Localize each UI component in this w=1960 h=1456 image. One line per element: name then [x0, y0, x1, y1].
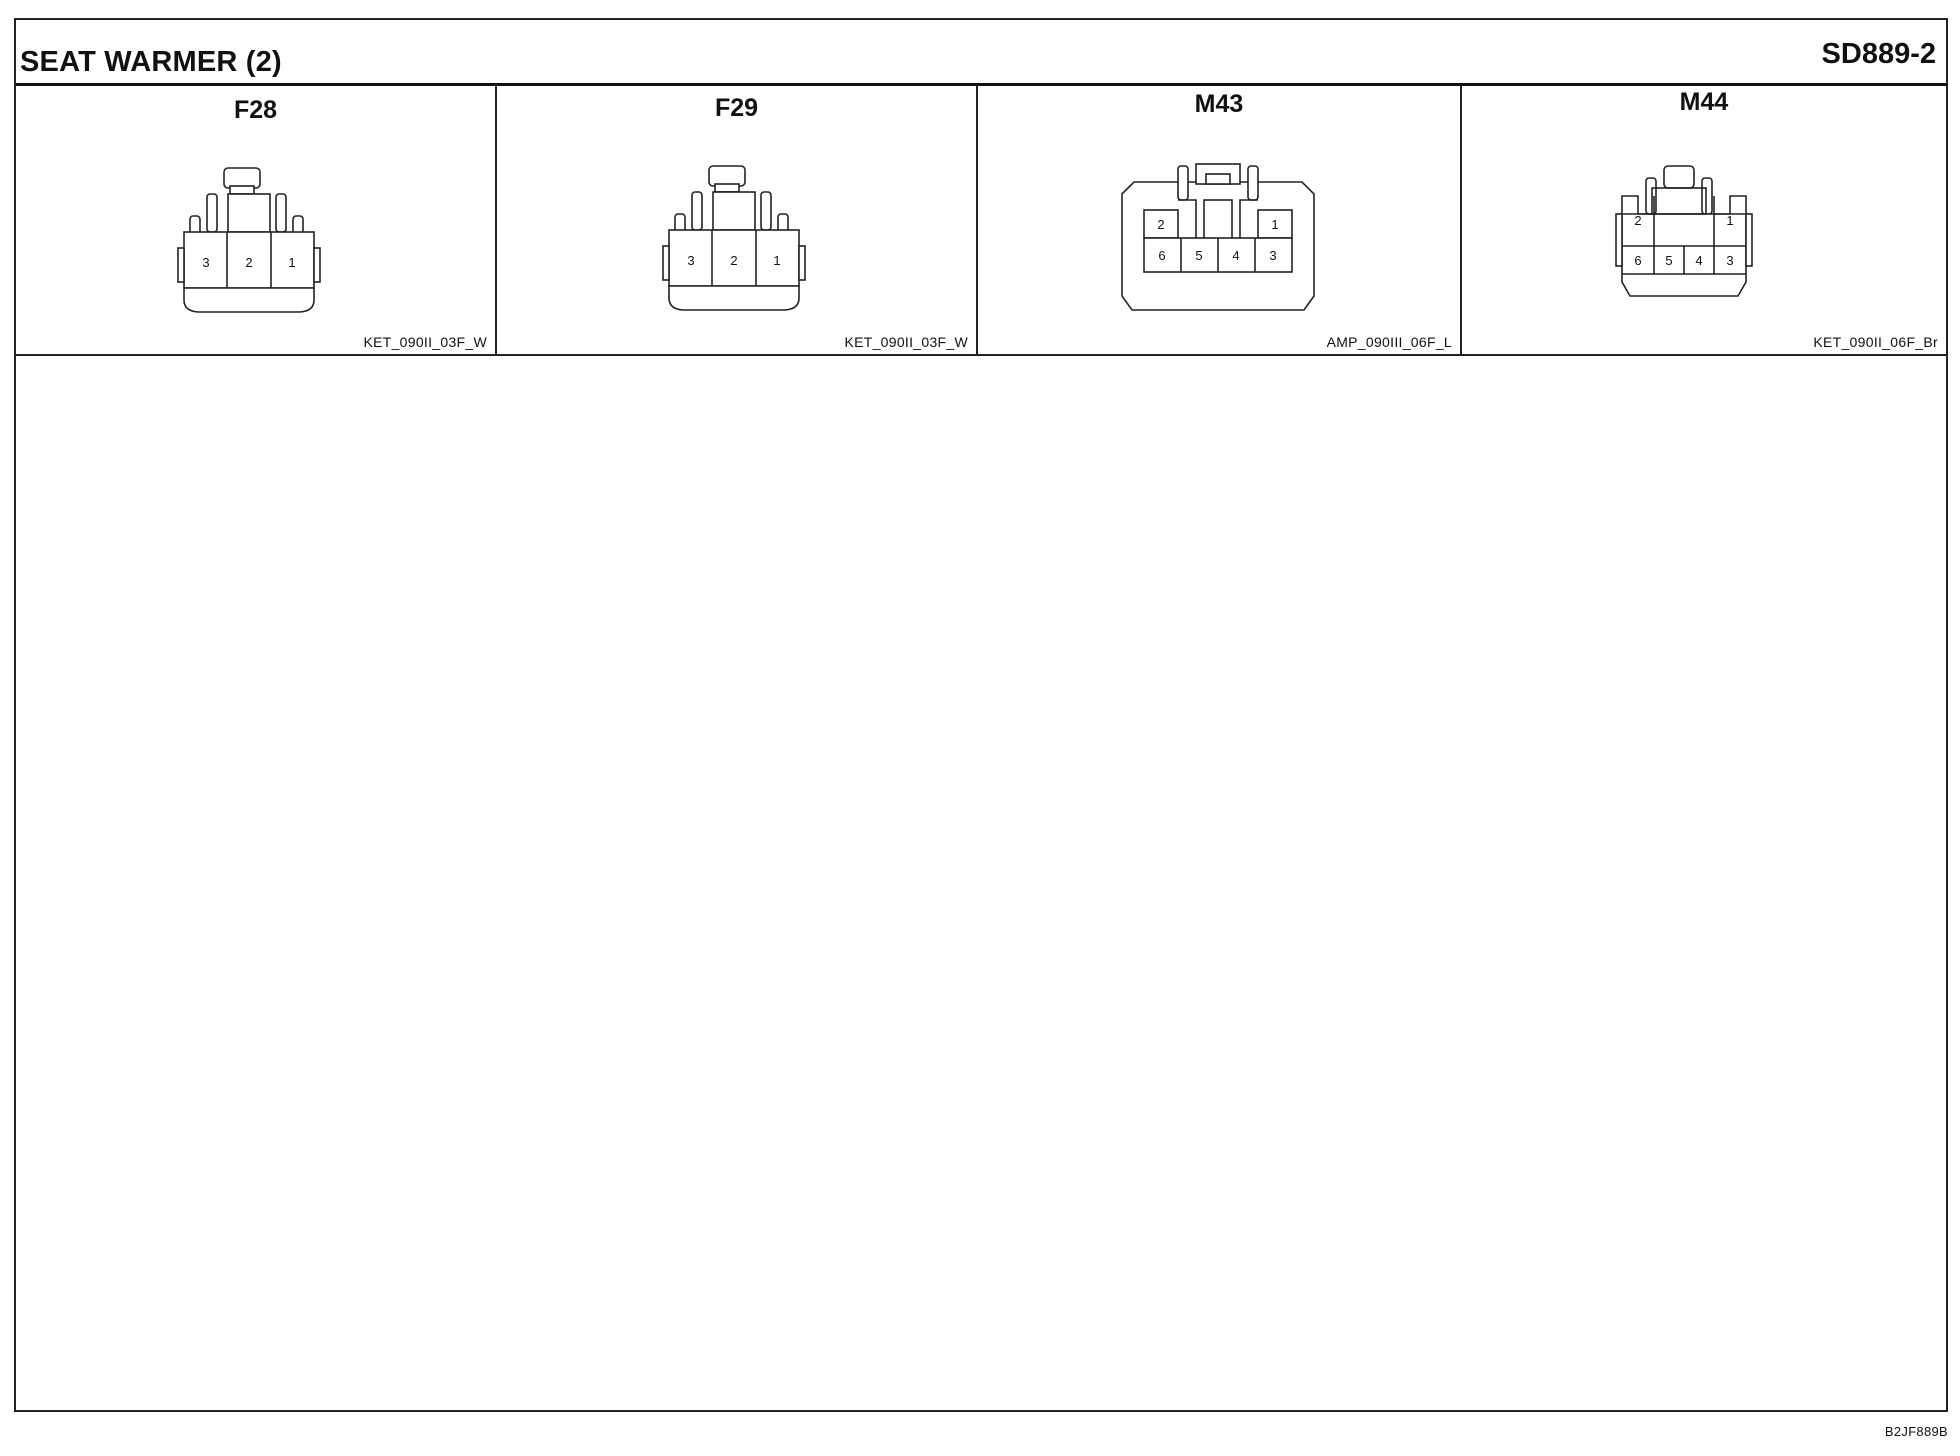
- pin-label: 6: [1634, 253, 1641, 268]
- connector-3pin-shape: 3 2 1: [177, 167, 321, 313]
- diagram-sheet: SEAT WARMER (2) SD889-2 F28: [14, 18, 1948, 1412]
- pin-label: 3: [1269, 248, 1276, 263]
- pin-label: 6: [1158, 248, 1165, 263]
- latch-recess: [1651, 187, 1707, 215]
- guide-rib-left: [206, 193, 218, 233]
- pin-label: 4: [1695, 253, 1702, 268]
- guide-rib-right: [1701, 177, 1713, 215]
- connector-id: M43: [1194, 90, 1244, 118]
- pin-label: 2: [245, 255, 252, 270]
- pin-label: 1: [1726, 213, 1733, 228]
- pin-label: 3: [1726, 253, 1733, 268]
- connector-type-code: AMP_090III_06F_L: [1326, 334, 1452, 350]
- housing-ear-right: [798, 245, 806, 281]
- guide-rib-right: [275, 193, 287, 233]
- housing-ear-left: [662, 245, 670, 281]
- pin-label: 1: [773, 253, 780, 268]
- connector-panel-f29: F29: [497, 86, 978, 354]
- pin-label: 2: [730, 253, 737, 268]
- latch-body: [712, 191, 756, 231]
- pin-label: 4: [1232, 248, 1239, 263]
- sheet-header: SEAT WARMER (2) SD889-2: [16, 20, 1946, 86]
- pin-cavity: [1257, 209, 1293, 239]
- latch-tab: [1663, 165, 1695, 189]
- guide-rib-left: [1177, 165, 1189, 201]
- pin-label: 2: [1634, 213, 1641, 228]
- connector-6pin-shape: 2 1 6 5 4 3: [1121, 163, 1315, 311]
- latch-body: [227, 193, 271, 233]
- pin-label: 3: [687, 253, 694, 268]
- connector-3pin-shape: 3 2 1: [662, 165, 806, 311]
- latch-tab: [223, 167, 261, 189]
- connector-panel-f28: F28: [16, 86, 497, 354]
- pin-label: 2: [1157, 217, 1164, 232]
- latch-neck: [714, 183, 740, 193]
- guide-rib-left: [691, 191, 703, 231]
- housing-ear-left: [177, 247, 185, 283]
- connector-id: F29: [714, 94, 759, 122]
- housing-ear-right: [1745, 213, 1753, 267]
- housing-base: [183, 287, 315, 313]
- connector-id: F28: [233, 96, 278, 124]
- pin-label: 1: [1271, 217, 1278, 232]
- connector-panel-m43: M43 2: [978, 86, 1462, 354]
- page-title: SEAT WARMER (2): [20, 46, 282, 78]
- pin-label: 5: [1195, 248, 1202, 263]
- pin-label: 5: [1665, 253, 1672, 268]
- connector-type-code: KET_090II_03F_W: [363, 334, 487, 350]
- pin-label: 3: [202, 255, 209, 270]
- housing-ear-left: [1615, 213, 1623, 267]
- latch-window: [1205, 173, 1231, 185]
- housing-ear-right: [313, 247, 321, 283]
- pin-label: 1: [288, 255, 295, 270]
- page-code: SD889-2: [1821, 38, 1936, 70]
- connector-id: M44: [1679, 88, 1729, 116]
- figure-code: B2JF889B: [1884, 1424, 1948, 1439]
- connector-panel-m44: M44: [1462, 86, 1946, 354]
- connector-panel-row: F28: [16, 86, 1946, 356]
- connector-6pin-shape: 2 1 6 5 4 3: [1615, 165, 1753, 297]
- guide-rib-right: [760, 191, 772, 231]
- connector-type-code: KET_090II_06F_Br: [1813, 334, 1938, 350]
- guide-rib-right: [1247, 165, 1259, 201]
- housing-base: [668, 285, 800, 311]
- empty-diagram-area: [16, 356, 1946, 1410]
- connector-housing: [668, 229, 800, 287]
- latch-neck: [229, 185, 255, 195]
- connector-type-code: KET_090II_03F_W: [844, 334, 968, 350]
- latch-tab: [708, 165, 746, 187]
